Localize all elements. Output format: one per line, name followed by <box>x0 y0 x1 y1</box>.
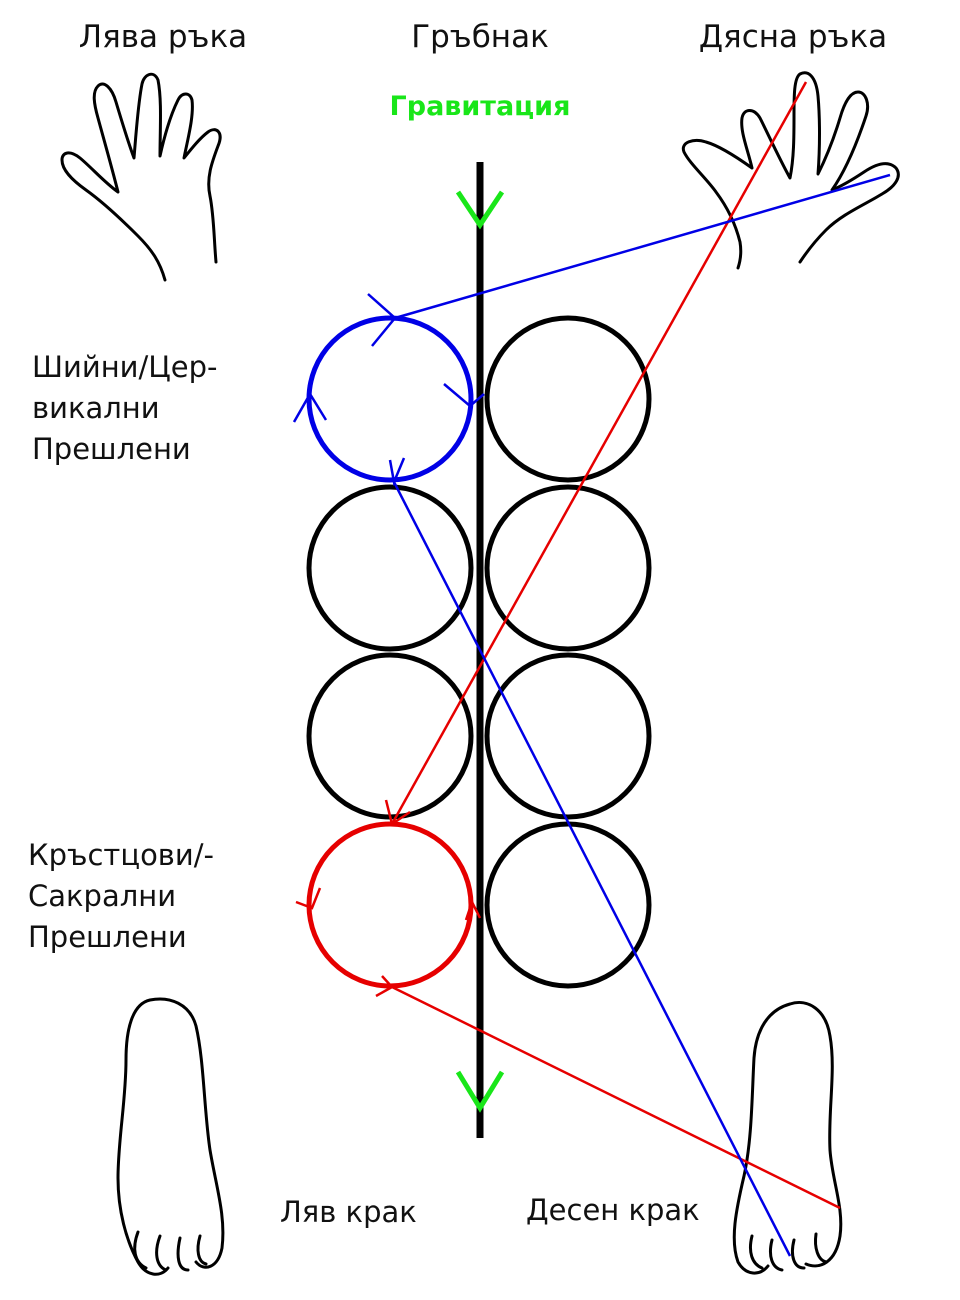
sacral-path-arrowheads <box>295 799 482 998</box>
cervical-path-line-hand <box>394 173 891 320</box>
sacral-label-line-1: Кръстцови/- <box>28 838 214 872</box>
gravity-arrow-top <box>455 190 505 230</box>
sacral-vertebra-circle <box>306 821 474 989</box>
cervical-label-line-3: Прешлени <box>32 432 191 466</box>
vertebra-circle <box>484 315 652 483</box>
vertebra-circle <box>484 484 652 652</box>
vertebra-circle <box>484 821 652 989</box>
left-foot-label: Ляв крак <box>280 1195 417 1229</box>
cervical-path-arrowheads <box>292 293 485 487</box>
right-foot-label: Десен крак <box>526 1193 700 1227</box>
cervical-label-line-2: викални <box>32 391 160 425</box>
gravity-label: Гравитация <box>390 91 571 122</box>
right-hand-icon <box>681 71 900 270</box>
cervical-label: Шийни/Цер- викални Прешлени <box>32 350 218 466</box>
spine-label: Гръбнак <box>411 19 549 55</box>
right-hand-label: Дясна ръка <box>699 19 887 55</box>
right-foot-icon <box>732 1001 843 1275</box>
vertebra-circle <box>484 652 652 820</box>
left-foot-icon <box>116 997 225 1276</box>
sacral-label-line-3: Прешлени <box>28 920 187 954</box>
cervical-label-line-1: Шийни/Цер- <box>32 350 218 384</box>
sacral-path-line-hand <box>390 81 808 825</box>
sacral-label-line-2: Сакрални <box>28 879 176 913</box>
vertebra-circle <box>306 484 474 652</box>
vertebra-circle <box>306 652 474 820</box>
left-hand-icon <box>60 72 222 282</box>
left-hand-label: Лява ръка <box>79 19 247 55</box>
cervical-path-line-foot <box>392 481 792 1257</box>
sacral-label: Кръстцови/- Сакрални Прешлени <box>28 838 214 954</box>
gravity-arrow-bottom <box>455 1070 505 1113</box>
cervical-vertebra-circle <box>306 315 474 483</box>
sacral-path-line-foot <box>391 985 841 1210</box>
